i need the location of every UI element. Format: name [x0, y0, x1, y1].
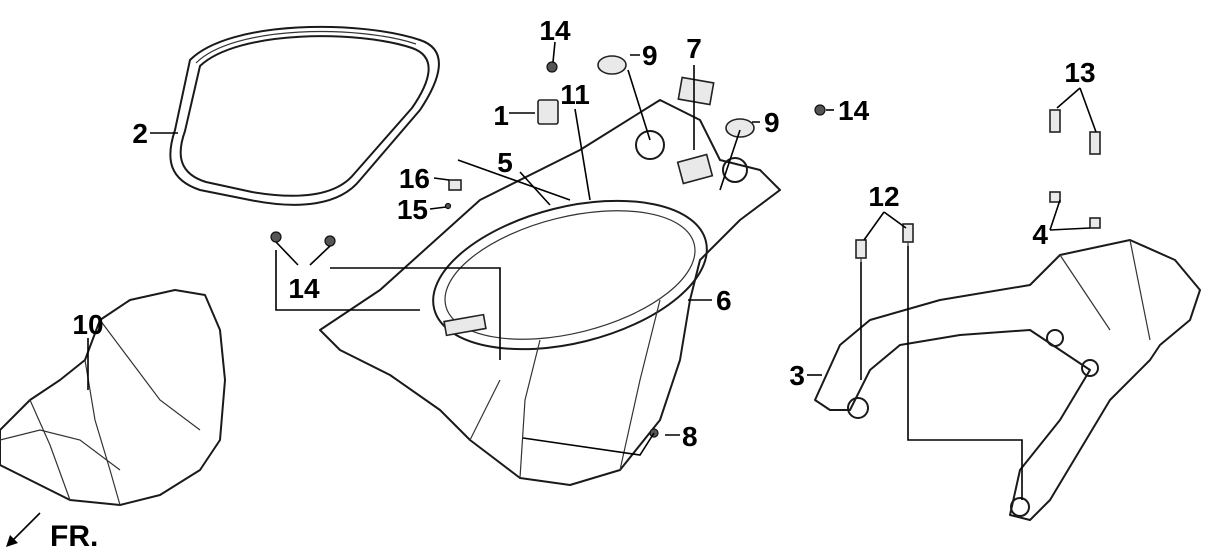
front-direction-label: FR. — [50, 520, 98, 553]
small-parts — [270, 55, 1101, 438]
callout-3: 3 — [789, 360, 805, 391]
callout-15: 15 — [397, 194, 428, 225]
callout-5: 5 — [497, 147, 513, 178]
callout-14-right: 14 — [838, 95, 870, 126]
callout-labels: 1 2 3 4 5 6 7 8 9 9 10 11 12 13 14 14 14… — [72, 15, 1095, 452]
callout-9-lower: 9 — [764, 107, 780, 138]
carrier-rack-part — [814, 239, 1201, 521]
seat-part — [0, 289, 226, 506]
callout-13: 13 — [1064, 57, 1095, 88]
luggage-box-part — [319, 99, 781, 486]
callout-6: 6 — [716, 285, 732, 316]
leader-lines — [87, 41, 1097, 500]
callout-9-upper: 9 — [642, 40, 658, 71]
callout-1: 1 — [493, 100, 509, 131]
callout-8: 8 — [682, 421, 698, 452]
seal-ring-part — [169, 25, 440, 206]
callout-12: 12 — [868, 181, 899, 212]
arrow-icon — [6, 535, 18, 547]
callout-14-left: 14 — [288, 273, 320, 304]
callout-10: 10 — [72, 309, 103, 340]
callout-11: 11 — [560, 79, 590, 110]
callout-16: 16 — [399, 163, 430, 194]
callout-2: 2 — [132, 118, 148, 149]
callout-4: 4 — [1032, 219, 1048, 250]
callout-14-top: 14 — [539, 15, 571, 46]
front-direction-indicator: FR. — [6, 512, 98, 553]
callout-7: 7 — [686, 33, 702, 64]
